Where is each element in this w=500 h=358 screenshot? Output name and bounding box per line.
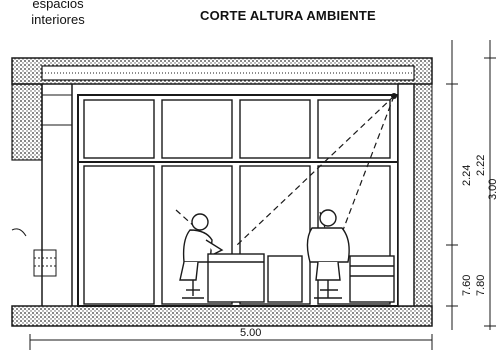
- right-wall: [397, 83, 415, 307]
- height-total: 3.00: [487, 179, 499, 200]
- person-left: [179, 213, 224, 299]
- height-lower-2: 7.80: [475, 275, 487, 296]
- height-lower-1: 7.60: [461, 275, 473, 296]
- person-right: [306, 209, 350, 299]
- luminaire: [391, 93, 397, 99]
- width-label: 5.00: [240, 327, 261, 339]
- section-label: espacios interiores: [31, 0, 85, 27]
- height-upper-2: 2.22: [475, 155, 487, 176]
- drawing-title: CORTE ALTURA AMBIENTE: [200, 8, 376, 23]
- left-wall: [11, 83, 43, 161]
- light-rays: [175, 95, 395, 251]
- width-dimension: [29, 334, 433, 350]
- floor-slab: [11, 305, 433, 327]
- desk-right: [349, 255, 395, 303]
- height-dimension: [446, 40, 496, 330]
- height-upper-1: 2.24: [461, 165, 473, 186]
- stair-fixture: [11, 228, 57, 277]
- desk-left: [207, 253, 303, 303]
